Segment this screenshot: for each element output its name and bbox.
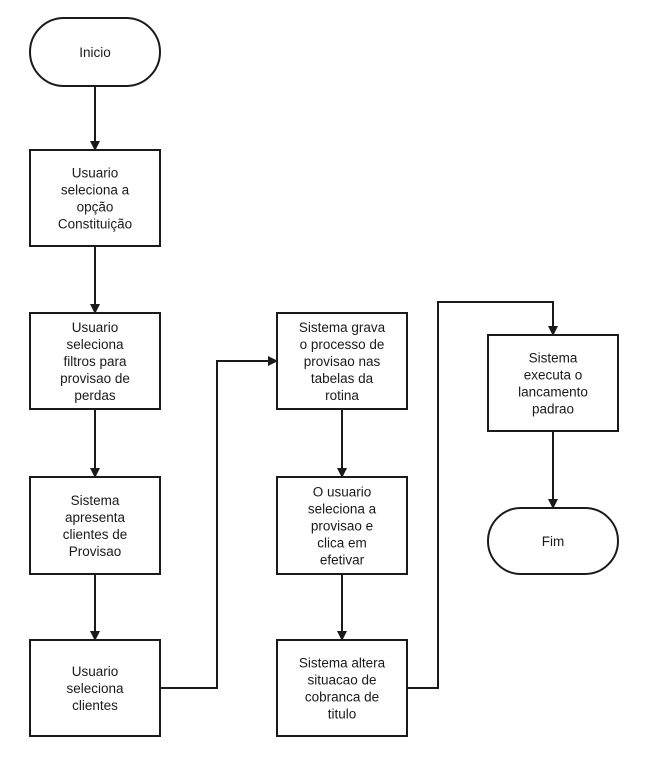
node-label-line: executa o (524, 367, 583, 382)
process-box (276, 639, 408, 737)
node-label-line: Usuario (72, 664, 119, 679)
process-box (487, 334, 619, 432)
node-label: Sistema grava o processo de provisao nas ta… (299, 320, 386, 403)
node-sistema-grava-processo: Sistema grava o processo de provisao nas ta… (276, 312, 408, 410)
arrow-sistema-altera-situacao-to-sistema-executa-lancamento (407, 301, 558, 689)
node-label: Sistema executa o lancamento padrao (518, 350, 588, 416)
node-fim: Fim (487, 507, 619, 575)
node-label-line: O usuario (313, 484, 372, 499)
node-label-line: padrao (532, 401, 574, 416)
node-label-line: Fim (542, 534, 565, 549)
process-box (29, 476, 161, 575)
node-label-line: Usuario (72, 165, 119, 180)
process-box (29, 639, 161, 737)
node-label-line: apresenta (65, 510, 126, 525)
node-label-line: provisao nas (304, 354, 381, 369)
node-label-line: Sistema (529, 350, 578, 365)
node-usuario-seleciona-clientes: Usuario seleciona clientes (29, 639, 161, 737)
node-label-line: Constituição (58, 216, 132, 231)
process-box (29, 312, 161, 410)
arrow-usuario-seleciona-clientes-to-sistema-grava-processo (160, 356, 278, 689)
node-label-line: provisao e (311, 518, 373, 533)
node-label: Sistema apresenta clientes de Provisao (63, 493, 128, 559)
node-label: Fim (542, 534, 565, 549)
node-label-line: cobranca de (305, 689, 379, 704)
node-label-line: Sistema grava (299, 320, 386, 335)
node-label-line: Sistema (71, 493, 120, 508)
node-label-line: clica em (317, 535, 367, 550)
node-sistema-altera-situacao: Sistema altera situacao de cobranca de titu… (276, 639, 408, 737)
node-usuario-seleciona-filtros: Usuario seleciona filtros para provisao de p… (29, 312, 161, 410)
node-label-line: tabelas da (311, 371, 374, 386)
node-label-line: efetivar (320, 552, 365, 567)
node-label-line: situacao de (307, 672, 376, 687)
process-box (276, 476, 408, 575)
process-box (29, 149, 161, 247)
node-label-line: opção (77, 199, 114, 214)
node-label: Usuario seleciona filtros para provisao de p… (60, 320, 130, 403)
node-label-line: rotina (325, 388, 359, 403)
node-label-line: seleciona a (308, 501, 377, 516)
node-label: Sistema altera situacao de cobranca de titu… (299, 655, 386, 721)
terminal-shape (29, 17, 161, 87)
terminal-shape (487, 507, 619, 575)
node-label-line: seleciona (66, 337, 124, 352)
node-label: Usuario seleciona clientes (66, 664, 124, 713)
node-label-line: titulo (328, 706, 357, 721)
node-inicio: Inicio (29, 17, 161, 87)
node-label-line: lancamento (518, 384, 588, 399)
node-label-line: perdas (74, 388, 116, 403)
process-box (276, 312, 408, 410)
node-label-line: seleciona (66, 681, 124, 696)
node-label-line: Inicio (79, 45, 111, 60)
node-label-line: Provisao (69, 544, 122, 559)
node-label-line: Sistema altera (299, 655, 386, 670)
node-label-line: provisao de (60, 371, 130, 386)
connectors (90, 86, 558, 689)
node-label-line: clientes (72, 698, 118, 713)
node-sistema-apresenta-clientes: Sistema apresenta clientes de Provisao (29, 476, 161, 575)
node-label-line: Usuario (72, 320, 119, 335)
node-usuario-seleciona-provisao: O usuario seleciona a provisao e clica em ef… (276, 476, 408, 575)
node-label-line: seleciona a (61, 182, 130, 197)
node-label-line: clientes de (63, 527, 128, 542)
node-label: O usuario seleciona a provisao e clica em ef… (308, 484, 377, 567)
node-sistema-executa-lancamento: Sistema executa o lancamento padrao (487, 334, 619, 432)
node-label: Inicio (79, 45, 111, 60)
node-label-line: filtros para (63, 354, 127, 369)
node-label-line: o processo de (300, 337, 385, 352)
